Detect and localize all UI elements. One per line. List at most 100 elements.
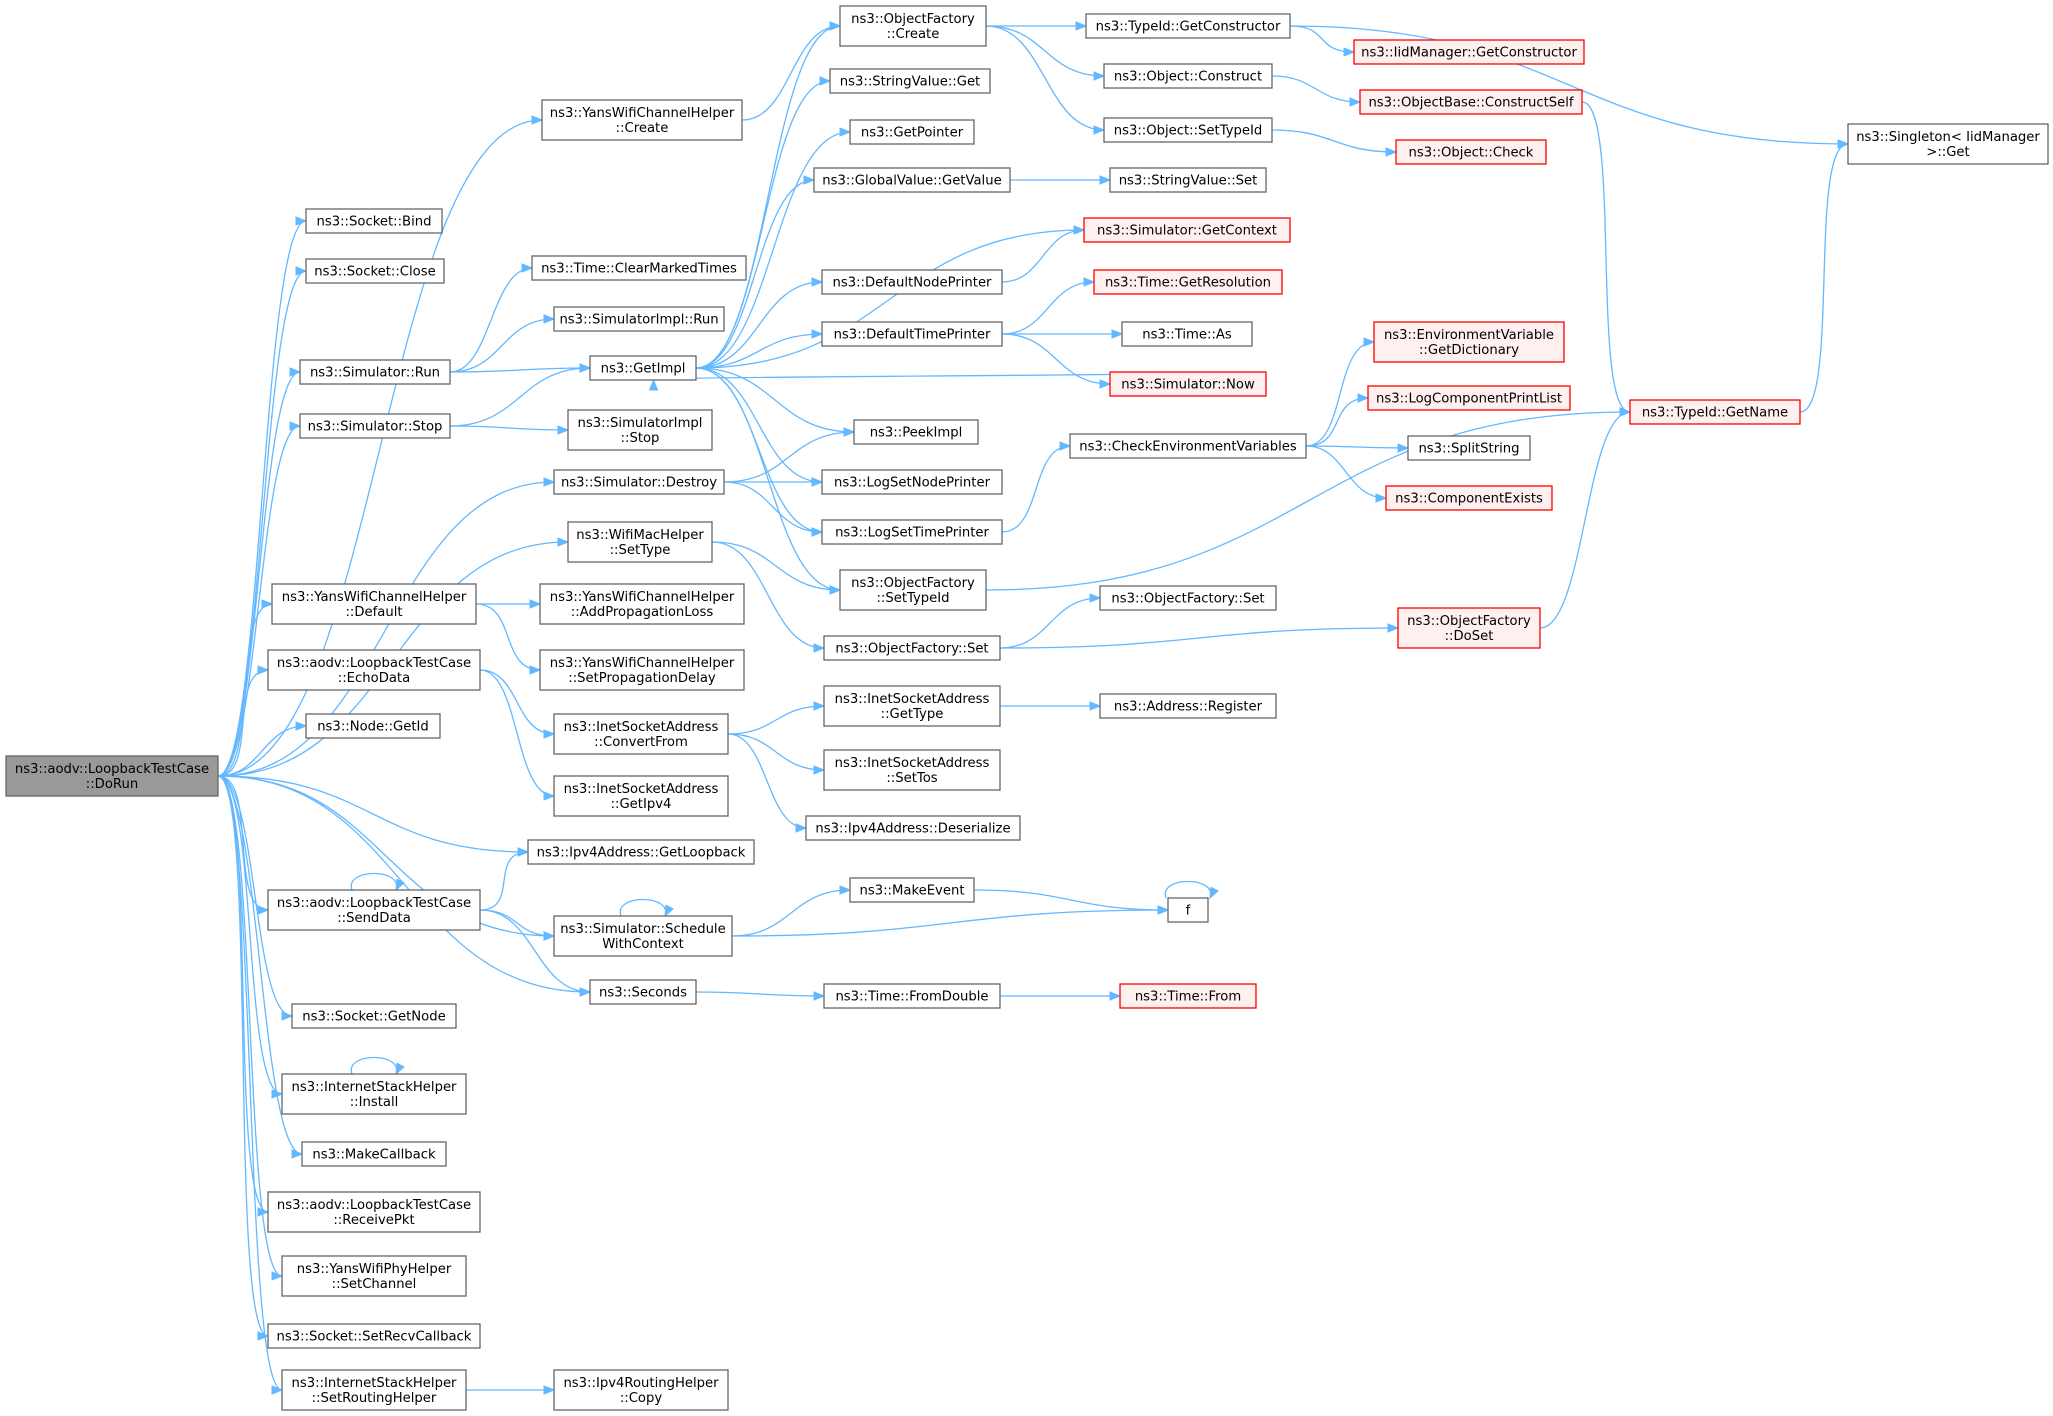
node-label: ns3::Ipv4RoutingHelper <box>563 1376 719 1391</box>
node-of-doset[interactable]: ns3::ObjectFactory::DoSet <box>1397 607 1541 649</box>
node-of-set[interactable]: ns3::ObjectFactory::Set <box>823 635 1001 661</box>
node-split-string[interactable]: ns3::SplitString <box>1407 435 1531 461</box>
node-send-data[interactable]: ns3::aodv::LoopbackTestCase::SendData <box>267 889 481 931</box>
node-socket-close[interactable]: ns3::Socket::Close <box>305 258 445 284</box>
edge-check_envvars-to-component_exists-arrowhead <box>1375 493 1388 503</box>
node-time-fromdouble[interactable]: ns3::Time::FromDouble <box>823 983 1001 1009</box>
node-object-settypeid[interactable]: ns3::Object::SetTypeId <box>1103 117 1273 143</box>
node-sim-destroy[interactable]: ns3::Simulator::Destroy <box>553 469 725 495</box>
node-dorun[interactable]: ns3::aodv::LoopbackTestCase::DoRun <box>5 755 219 797</box>
node-inet-gettype[interactable]: ns3::InetSocketAddress::GetType <box>823 685 1001 727</box>
node-time-getresolution[interactable]: ns3::Time::GetResolution <box>1093 269 1283 295</box>
node-sim-getcontext[interactable]: ns3::Simulator::GetContext <box>1083 217 1291 243</box>
node-address-register[interactable]: ns3::Address::Register <box>1099 693 1277 719</box>
node-label: ns3::YansWifiPhyHelper <box>297 1262 452 1277</box>
node-inet-settos[interactable]: ns3::InetSocketAddress::SetTos <box>823 749 1001 791</box>
node-globalvalue-getvalue[interactable]: ns3::GlobalValue::GetValue <box>813 167 1011 193</box>
node-log-settimeprinter[interactable]: ns3::LogSetTimePrinter <box>821 519 1003 545</box>
node-of-settypeid[interactable]: ns3::ObjectFactory::SetTypeId <box>839 569 987 611</box>
node-make-callback[interactable]: ns3::MakeCallback <box>301 1141 447 1167</box>
node-time-clearmarked[interactable]: ns3::Time::ClearMarkedTimes <box>531 255 747 281</box>
node-component-exists[interactable]: ns3::ComponentExists <box>1385 485 1553 511</box>
node-stringvalue-get[interactable]: ns3::StringValue::Get <box>829 68 991 94</box>
node-envvar-getdict[interactable]: ns3::EnvironmentVariable::GetDictionary <box>1373 321 1565 363</box>
node-objbase-constructself[interactable]: ns3::ObjectBase::ConstructSelf <box>1359 89 1583 115</box>
node-phy-setchannel[interactable]: ns3::YansWifiPhyHelper::SetChannel <box>281 1255 467 1297</box>
edge-send_data-to-seconds-arrowhead <box>579 987 592 997</box>
node-yans-default[interactable]: ns3::YansWifiChannelHelper::Default <box>271 583 477 625</box>
node-make-event[interactable]: ns3::MakeEvent <box>849 877 975 903</box>
edge-dorun-to-sim_run-arrowhead <box>289 367 302 377</box>
node-simimpl-run[interactable]: ns3::SimulatorImpl::Run <box>553 306 725 332</box>
edge-send_data-to-send_data-arrowhead <box>395 878 405 892</box>
node-node-getid[interactable]: ns3::Node::GetId <box>305 713 441 739</box>
node-add-proploss[interactable]: ns3::YansWifiChannelHelper::AddPropagati… <box>539 583 745 625</box>
node-stack-setrouting[interactable]: ns3::InternetStackHelper::SetRoutingHelp… <box>281 1369 467 1411</box>
node-object-check[interactable]: ns3::Object::Check <box>1395 139 1547 165</box>
node-log-setnodeprinter[interactable]: ns3::LogSetNodePrinter <box>821 469 1003 495</box>
node-object-construct[interactable]: ns3::Object::Construct <box>1103 63 1273 89</box>
node-box <box>823 685 1001 727</box>
node-box <box>823 635 1001 661</box>
node-inet-convertfrom[interactable]: ns3::InetSocketAddress::ConvertFrom <box>553 713 729 755</box>
node-label: ns3::GetPointer <box>861 126 964 141</box>
node-receive-pkt[interactable]: ns3::aodv::LoopbackTestCase::ReceivePkt <box>267 1191 481 1233</box>
node-check-envvars[interactable]: ns3::CheckEnvironmentVariables <box>1069 433 1307 459</box>
node-default-timeprinter[interactable]: ns3::DefaultTimePrinter <box>821 321 1003 347</box>
node-time-as[interactable]: ns3::Time::As <box>1121 321 1253 347</box>
node-singleton-get[interactable]: ns3::Singleton< IidManager >::Get <box>1847 123 2049 165</box>
node-socket-setrecv[interactable]: ns3::Socket::SetRecvCallback <box>267 1323 481 1349</box>
edge-log_settimeprinter-to-check_envvars-arrowhead <box>1059 441 1072 451</box>
node-iid-getctor[interactable]: ns3::IidManager::GetConstructor <box>1353 39 1585 65</box>
node-sim-now[interactable]: ns3::Simulator::Now <box>1109 371 1267 397</box>
node-sim-run[interactable]: ns3::Simulator::Run <box>299 359 451 385</box>
node-of-create[interactable]: ns3::ObjectFactory::Create <box>839 5 987 47</box>
node-box <box>539 583 745 625</box>
node-set-propdelay[interactable]: ns3::YansWifiChannelHelper::SetPropagati… <box>539 649 745 691</box>
node-ipv4routing-copy[interactable]: ns3::Ipv4RoutingHelper::Copy <box>553 1369 729 1411</box>
node-stack-install[interactable]: ns3::InternetStackHelper::Install <box>281 1073 467 1115</box>
node-of-setsimple[interactable]: ns3::ObjectFactory::Set <box>1099 585 1277 611</box>
node-stringvalue-set[interactable]: ns3::StringValue::Set <box>1109 167 1267 193</box>
node-log-printlist[interactable]: ns3::LogComponentPrintList <box>1367 385 1571 411</box>
node-yans-create[interactable]: ns3::YansWifiChannelHelper::Create <box>541 99 743 141</box>
node-time-from[interactable]: ns3::Time::From <box>1119 983 1257 1009</box>
edge-send_data-to-send_data <box>350 872 398 891</box>
node-echo-data[interactable]: ns3::aodv::LoopbackTestCase::EchoData <box>267 649 481 691</box>
node-seconds[interactable]: ns3::Seconds <box>589 979 697 1005</box>
node-socket-bind[interactable]: ns3::Socket::Bind <box>305 208 443 234</box>
node-label: ns3::YansWifiChannelHelper <box>550 590 735 605</box>
node-box <box>839 569 987 611</box>
node-simimpl-stop[interactable]: ns3::SimulatorImpl::Stop <box>567 409 713 451</box>
edge-globalvalue_getvalue-to-stringvalue_set-arrowhead <box>1099 175 1112 185</box>
node-socket-getnode[interactable]: ns3::Socket::GetNode <box>291 1003 457 1029</box>
node-box <box>531 255 747 281</box>
edge-get_impl-to-stringvalue_get-arrowhead <box>819 76 832 86</box>
edge-get_impl-to-of_settypeid-arrowhead <box>829 585 842 595</box>
node-wifimac-settype[interactable]: ns3::WifiMacHelper::SetType <box>567 521 713 563</box>
node-get-impl[interactable]: ns3::GetImpl <box>589 355 697 381</box>
node-typeid-getctor[interactable]: ns3::TypeId::GetConstructor <box>1085 13 1291 39</box>
node-default-nodeprinter[interactable]: ns3::DefaultNodePrinter <box>821 269 1003 295</box>
node-get-pointer[interactable]: ns3::GetPointer <box>849 119 975 145</box>
node-box <box>267 889 481 931</box>
node-ipv4-deserialize[interactable]: ns3::Ipv4Address::Deserialize <box>805 815 1021 841</box>
edge-typeid_getctor-to-singleton_get <box>1289 25 1849 145</box>
edge-of_doset-to-typeid_getname <box>1539 411 1631 629</box>
node-sim-stop[interactable]: ns3::Simulator::Stop <box>299 413 451 439</box>
node-f[interactable]: f <box>1167 897 1209 923</box>
node-box <box>305 208 443 234</box>
node-label: ns3::Simulator::Stop <box>308 420 443 435</box>
node-ipv4-getloopback[interactable]: ns3::Ipv4Address::GetLoopback <box>527 839 755 865</box>
node-peek-impl[interactable]: ns3::PeekImpl <box>853 419 979 445</box>
node-label: ns3::aodv::LoopbackTestCase <box>15 762 209 777</box>
node-label: ns3::YansWifiChannelHelper <box>282 590 467 605</box>
edge-wifimac_settype-to-of_settypeid <box>711 541 841 591</box>
node-typeid-getname[interactable]: ns3::TypeId::GetName <box>1629 399 1801 425</box>
node-inet-getipv4[interactable]: ns3::InetSocketAddress::GetIpv4 <box>553 775 729 817</box>
edge-time_fromdouble-to-time_from-arrowhead <box>1109 991 1122 1001</box>
edge-sim_now-to-get_impl-arrowhead <box>648 378 659 391</box>
edge-check_envvars-to-log_printlist-arrowhead <box>1357 393 1370 403</box>
edge-sim_stop-to-get_impl-arrowhead <box>579 363 592 373</box>
